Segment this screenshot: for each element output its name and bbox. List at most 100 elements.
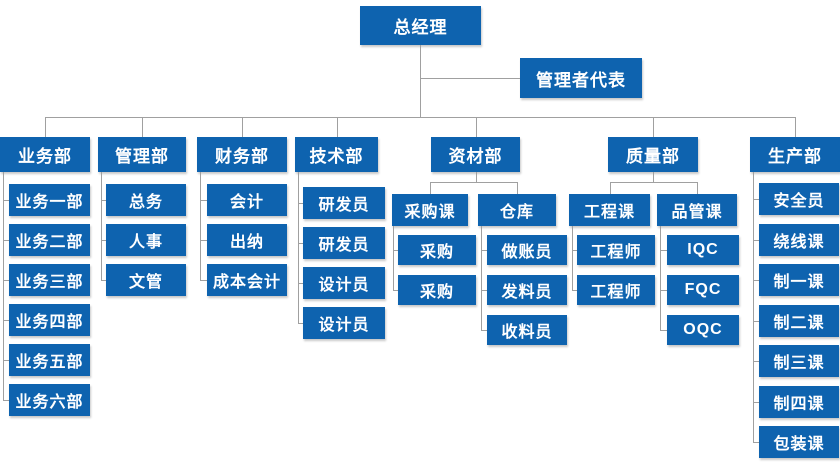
connector-line bbox=[420, 78, 520, 79]
connector-line bbox=[45, 117, 795, 118]
connector-line bbox=[753, 199, 759, 200]
child-node-1-2: 文管 bbox=[106, 264, 186, 296]
connector-line bbox=[298, 203, 303, 204]
dept-node-5: 质量部 bbox=[608, 137, 698, 172]
child-node-0-2: 业务三部 bbox=[9, 264, 90, 296]
child-node-6-2: 制一课 bbox=[759, 264, 839, 296]
child-node-6-5: 制四课 bbox=[759, 386, 839, 418]
connector-line bbox=[3, 240, 9, 241]
connector-line bbox=[101, 172, 102, 280]
connector-line bbox=[242, 117, 243, 137]
connector-line bbox=[3, 400, 9, 401]
dept-node-6: 生产部 bbox=[750, 137, 840, 172]
connector-line bbox=[572, 226, 573, 290]
connector-line bbox=[430, 182, 431, 194]
connector-line bbox=[101, 200, 106, 201]
child-node-4-1-0: 做账员 bbox=[487, 235, 567, 265]
group-node-5-1: 品管课 bbox=[657, 194, 737, 226]
child-node-4-1-2: 收料员 bbox=[487, 315, 567, 345]
connector-line bbox=[475, 117, 477, 137]
connector-line bbox=[753, 402, 759, 403]
connector-line bbox=[481, 226, 482, 330]
node-management-representative: 管理者代表 bbox=[520, 58, 642, 98]
connector-line bbox=[393, 226, 394, 290]
connector-line bbox=[753, 442, 759, 443]
group-node-5-0: 工程课 bbox=[569, 194, 650, 226]
connector-line bbox=[753, 240, 759, 241]
child-node-5-1-2: OQC bbox=[667, 315, 739, 345]
dept-node-3: 技术部 bbox=[295, 137, 378, 172]
connector-line bbox=[609, 182, 697, 183]
connector-line bbox=[753, 280, 759, 281]
connector-line bbox=[101, 280, 106, 281]
connector-line bbox=[481, 330, 487, 331]
child-node-6-1: 绕线课 bbox=[759, 224, 839, 256]
child-node-2-0: 会计 bbox=[207, 184, 287, 216]
connector-line bbox=[430, 182, 517, 183]
connector-line bbox=[200, 280, 207, 281]
connector-line bbox=[572, 290, 577, 291]
connector-line bbox=[572, 250, 577, 251]
connector-line bbox=[609, 182, 611, 194]
group-node-4-1: 仓库 bbox=[478, 194, 556, 226]
dept-node-4: 资材部 bbox=[431, 137, 520, 172]
connector-line bbox=[653, 172, 654, 182]
connector-line bbox=[393, 250, 398, 251]
node-general-manager: 总经理 bbox=[360, 6, 481, 45]
child-node-6-3: 制二课 bbox=[759, 305, 839, 337]
connector-line bbox=[3, 360, 9, 361]
child-node-0-0: 业务一部 bbox=[9, 184, 90, 216]
connector-line bbox=[653, 117, 654, 137]
child-node-0-1: 业务二部 bbox=[9, 224, 90, 256]
connector-line bbox=[45, 117, 46, 137]
child-node-4-0-0: 采购 bbox=[398, 235, 476, 265]
connector-line bbox=[101, 240, 106, 241]
connector-line bbox=[753, 361, 759, 362]
child-node-2-1: 出纳 bbox=[207, 224, 287, 256]
child-node-5-1-1: FQC bbox=[667, 275, 739, 305]
child-node-3-3: 设计员 bbox=[303, 307, 385, 339]
connector-line bbox=[3, 200, 9, 201]
child-node-3-1: 研发员 bbox=[303, 227, 385, 259]
child-node-4-1-1: 发料员 bbox=[487, 275, 567, 305]
connector-line bbox=[660, 290, 667, 291]
connector-line bbox=[200, 200, 207, 201]
connector-line bbox=[753, 321, 759, 322]
connector-line bbox=[3, 320, 9, 321]
child-node-1-1: 人事 bbox=[106, 224, 186, 256]
dept-node-0: 业务部 bbox=[0, 137, 90, 172]
connector-line bbox=[393, 290, 398, 291]
connector-line bbox=[3, 280, 9, 281]
child-node-0-3: 业务四部 bbox=[9, 304, 90, 336]
child-node-6-6: 包装课 bbox=[759, 426, 839, 458]
child-node-3-2: 设计员 bbox=[303, 267, 385, 299]
connector-line bbox=[481, 290, 487, 291]
connector-line bbox=[142, 117, 143, 137]
connector-line bbox=[795, 117, 796, 137]
child-node-4-0-1: 采购 bbox=[398, 275, 476, 305]
connector-line bbox=[200, 240, 207, 241]
dept-node-1: 管理部 bbox=[98, 137, 186, 172]
connector-line bbox=[475, 172, 477, 182]
child-node-0-5: 业务六部 bbox=[9, 384, 90, 416]
child-node-6-4: 制三课 bbox=[759, 345, 839, 377]
child-node-3-0: 研发员 bbox=[303, 187, 385, 219]
child-node-2-2: 成本会计 bbox=[207, 264, 287, 296]
connector-line bbox=[298, 172, 299, 323]
connector-line bbox=[660, 330, 667, 331]
connector-line bbox=[697, 182, 698, 194]
connector-line bbox=[298, 283, 303, 284]
dept-node-2: 财务部 bbox=[197, 137, 287, 172]
connector-line bbox=[481, 250, 487, 251]
connector-line bbox=[200, 172, 201, 280]
connector-line bbox=[660, 250, 667, 251]
child-node-5-1-0: IQC bbox=[667, 235, 739, 265]
child-node-6-0: 安全员 bbox=[759, 183, 839, 215]
child-node-1-0: 总务 bbox=[106, 184, 186, 216]
child-node-5-0-0: 工程师 bbox=[577, 235, 655, 265]
connector-line bbox=[3, 172, 4, 400]
connector-line bbox=[420, 45, 421, 117]
connector-line bbox=[660, 226, 661, 330]
child-node-0-4: 业务五部 bbox=[9, 344, 90, 376]
